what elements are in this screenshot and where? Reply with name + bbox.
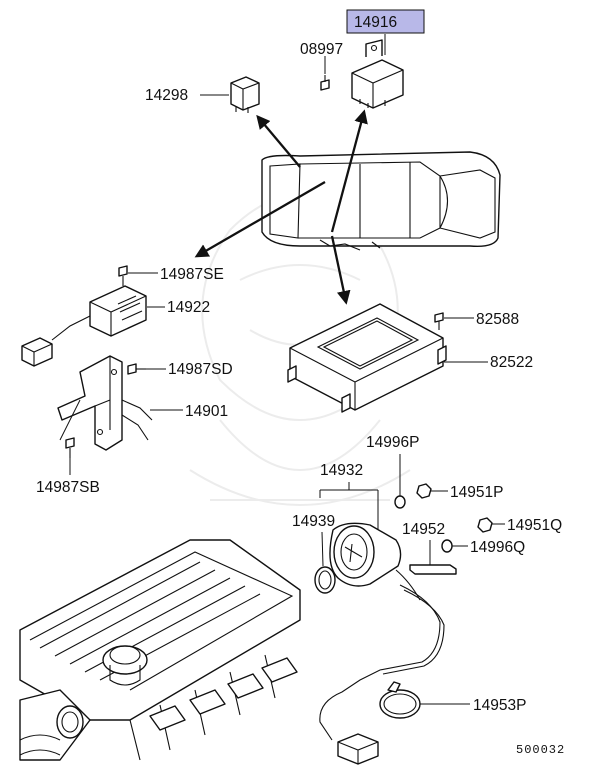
part-label-14916: 14916 (354, 14, 397, 31)
connector-icon (21, 337, 53, 367)
bolt-icon (320, 75, 330, 91)
sensor-icon (51, 285, 147, 341)
bolt-icon (118, 265, 128, 286)
part-label-14952: 14952 (402, 521, 445, 538)
part-label-14987SD: 14987SD (168, 361, 233, 378)
part-label-14996Q: 14996Q (470, 539, 525, 556)
washer-icon (394, 495, 406, 509)
sensor-cable (319, 584, 441, 741)
part-label-14951Q: 14951Q (507, 517, 562, 534)
highlight-box (346, 9, 425, 34)
bracket-icon (57, 355, 153, 451)
relay-icon (351, 39, 404, 109)
part-label-14953P: 14953P (473, 697, 526, 714)
part-label-08997: 08997 (300, 41, 343, 58)
part-label-14922: 14922 (167, 299, 210, 316)
washer-icon (441, 539, 453, 553)
ecu-box-icon (287, 303, 447, 413)
hose-clamp-icon (379, 681, 421, 719)
part-label-14951P: 14951P (450, 484, 503, 501)
connector-icon (337, 733, 379, 765)
car-outline-icon (261, 151, 501, 251)
part-label-14298: 14298 (145, 87, 188, 104)
part-label-14987SE: 14987SE (160, 266, 224, 283)
engine-icon (19, 539, 301, 761)
bolt-icon (65, 437, 75, 458)
nut-icon (477, 517, 493, 533)
part-label-14939: 14939 (292, 513, 335, 530)
part-label-82588: 82588 (476, 311, 519, 328)
part-label-14987SB: 14987SB (36, 479, 100, 496)
nut-icon (416, 483, 432, 499)
bolt-icon (434, 312, 444, 330)
o-ring (314, 566, 336, 594)
bracket-icon (409, 564, 457, 575)
location-arrows (194, 109, 368, 305)
relay-icon (230, 76, 260, 113)
part-label-82522: 82522 (490, 354, 533, 371)
sensor-icon (329, 522, 421, 601)
part-label-14996P: 14996P (366, 434, 419, 451)
part-label-14932: 14932 (320, 462, 363, 479)
bolt-icon (127, 363, 146, 375)
part-label-14901: 14901 (185, 403, 228, 420)
diagram-number: 500032 (516, 743, 565, 757)
